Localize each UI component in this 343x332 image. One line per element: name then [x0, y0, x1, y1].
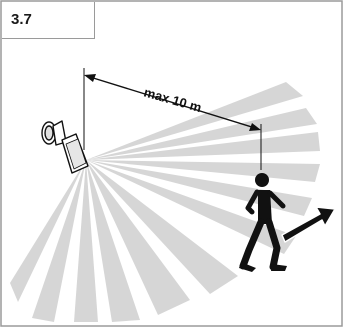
walking-person-icon	[239, 173, 287, 272]
motion-sensor-icon	[41, 120, 89, 174]
distance-label: max 10 m	[142, 84, 203, 115]
figure-number-label: 3.7	[2, 2, 95, 39]
dimension-arrow-icon	[84, 74, 261, 131]
detection-beams	[10, 82, 320, 322]
direction-arrow-icon	[281, 206, 336, 243]
